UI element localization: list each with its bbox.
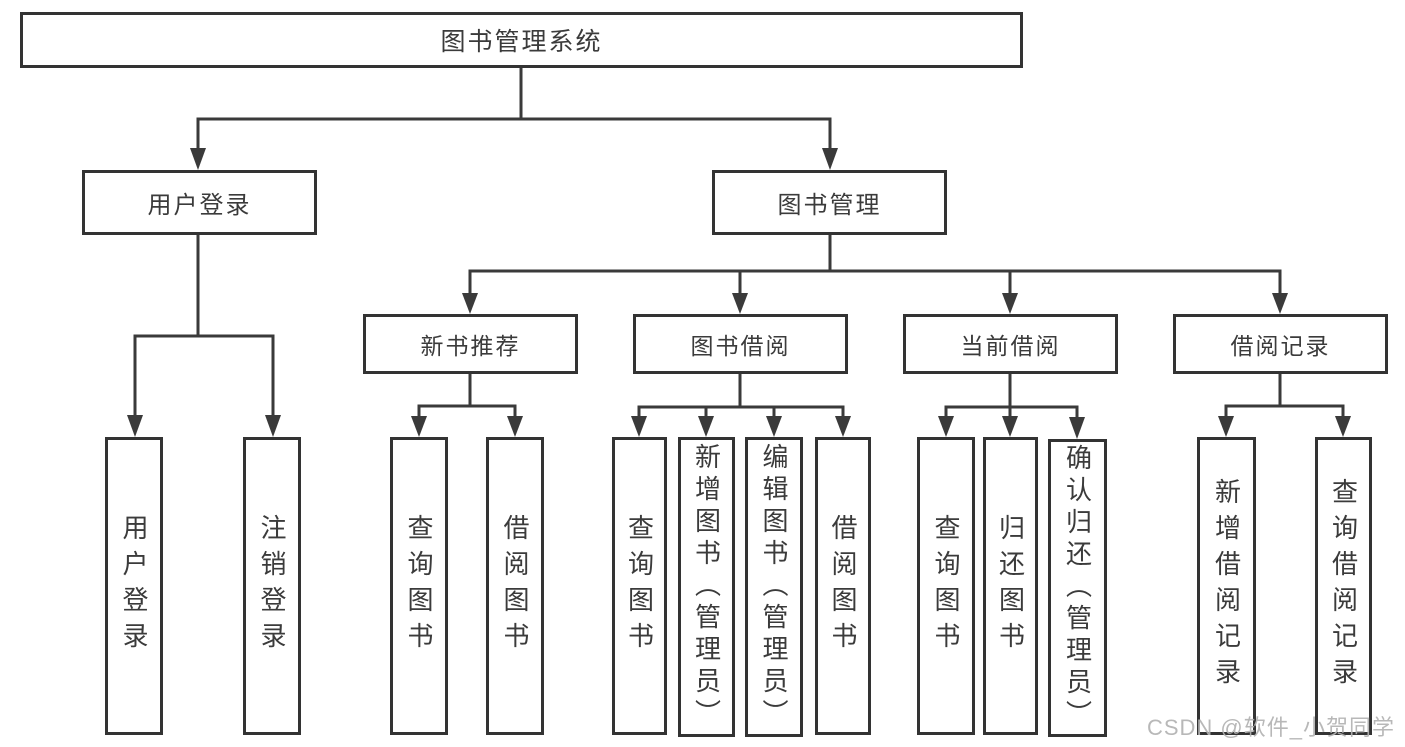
node-label: 新增图书（管理员） [691,443,722,731]
edges-borrowrecords-to-leaves [1218,372,1351,437]
node-label: 当前借阅 [960,333,1061,359]
leaf-edit-books-admin: 编辑图书（管理员） [745,437,803,737]
leaf-newrec-query-books: 查询图书 [390,437,448,735]
edges-newbookrec-to-leaves [411,372,523,437]
node-borrowing-records: 借阅记录 [1173,314,1388,374]
leaf-borrow-query-books: 查询图书 [612,437,667,735]
leaf-confirm-return-admin: 确认归还（管理员） [1048,439,1107,737]
edges-root-to-level2 [190,66,838,170]
leaf-return-books: 归还图书 [983,437,1038,735]
node-label: 借阅图书 [500,514,530,658]
node-label: 用户登录 [119,514,149,658]
edges-bookmgmt-to-level3 [462,233,1288,314]
node-label: 用户登录 [147,192,252,219]
leaf-newrec-borrow-books: 借阅图书 [486,437,544,735]
node-label: 新书推荐 [420,333,521,359]
leaf-add-borrow-record: 新增借阅记录 [1197,437,1256,735]
node-label: 图书管理系统 [440,28,603,56]
node-book-borrowing: 图书借阅 [633,314,848,374]
node-label: 新增借阅记录 [1211,478,1242,694]
node-current-borrowing: 当前借阅 [903,314,1118,374]
leaf-add-books-admin: 新增图书（管理员） [678,437,735,737]
node-label: 图书管理 [777,192,882,219]
edges-userlogin-to-leaves [127,233,281,437]
node-book-management: 图书管理 [712,170,947,235]
csdn-watermark: CSDN @软件_小贺同学 [1146,715,1395,740]
node-label: 查询图书 [931,514,961,658]
node-label: 确认归还（管理员） [1062,444,1093,732]
node-label: 借阅记录 [1230,333,1331,359]
node-label: 编辑图书（管理员） [759,443,789,731]
leaf-borrow-borrow-books: 借阅图书 [815,437,871,735]
node-label: 图书借阅 [690,333,791,359]
node-root-library-management-system: 图书管理系统 [20,12,1023,68]
node-label: 查询图书 [404,514,434,658]
node-new-book-recommendation: 新书推荐 [363,314,578,374]
edges-currentborrow-to-leaves [938,372,1085,439]
edges-bookborrow-to-leaves [631,372,851,437]
node-label: 查询借阅记录 [1328,478,1359,694]
node-user-login: 用户登录 [82,170,317,235]
leaf-query-borrow-record: 查询借阅记录 [1315,437,1372,735]
node-label: 查询图书 [624,514,655,658]
node-label: 归还图书 [995,514,1026,658]
leaf-user-login: 用户登录 [105,437,163,735]
leaf-logout: 注销登录 [243,437,301,735]
leaf-current-query-books: 查询图书 [917,437,975,735]
node-label: 借阅图书 [828,514,858,658]
node-label: 注销登录 [257,514,287,658]
